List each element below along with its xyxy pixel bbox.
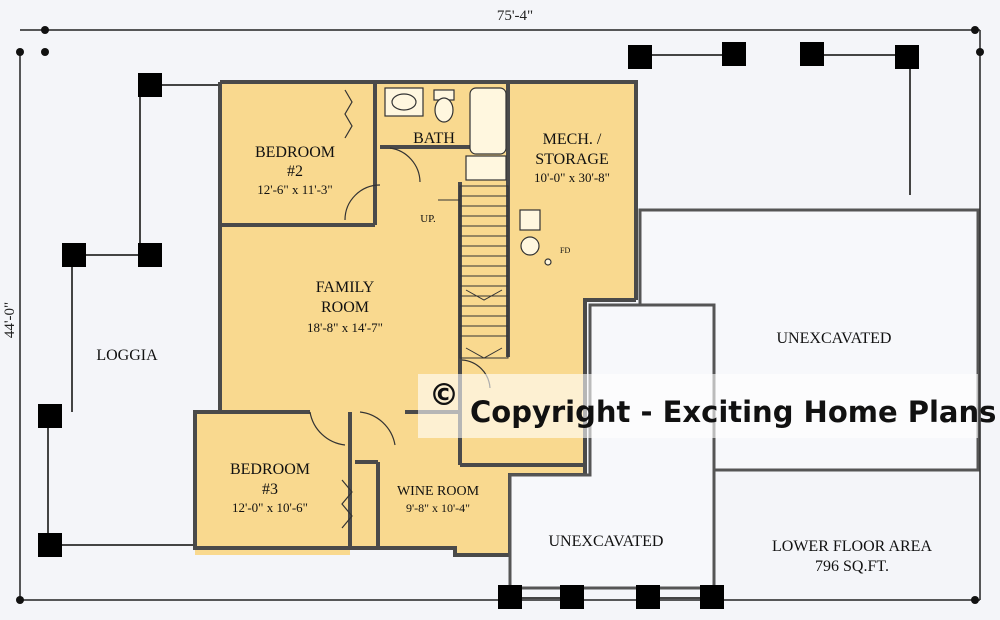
bedroom2-name: BEDROOM — [255, 144, 335, 161]
dimension-dots — [16, 26, 984, 604]
bath-fixtures — [384, 87, 507, 181]
wine-room-size: 9'-8" x 10'-4" — [406, 501, 470, 515]
floor-drain-label: FD — [560, 246, 570, 255]
mech-name-line2: STORAGE — [535, 151, 609, 168]
bedroom3-name: BEDROOM — [230, 461, 310, 478]
copyright-text: Copyright - Exciting Home Plans — [470, 395, 996, 429]
mech-equipment — [519, 209, 552, 266]
bedroom3-size: 12'-0" x 10'-6" — [232, 500, 308, 515]
family-size: 18'-8" x 14'-7" — [307, 320, 383, 335]
stairs — [438, 185, 509, 359]
mech-size: 10'-0" x 30'-8" — [534, 170, 610, 185]
copyright-symbol: © — [429, 378, 459, 413]
loggia-name: LOGGIA — [96, 347, 158, 364]
columns — [38, 42, 919, 609]
bath-name: BATH — [413, 130, 455, 147]
family-name-line1: FAMILY — [316, 279, 375, 296]
family-name-line2: ROOM — [321, 299, 369, 316]
closet-doors — [341, 89, 353, 529]
bedroom2-number: #2 — [287, 163, 303, 180]
wine-room-name: WINE ROOM — [397, 484, 480, 499]
unexcavated-bottom-label: UNEXCAVATED — [549, 533, 664, 550]
area-label-line1: LOWER FLOOR AREA — [772, 538, 932, 555]
stairs-up-label: UP. — [420, 213, 436, 225]
unexcavated-right-label: UNEXCAVATED — [777, 330, 892, 347]
bedroom2-size: 12'-6" x 11'-3" — [257, 182, 332, 197]
bedroom3-number: #3 — [262, 481, 278, 498]
watermark-backdrop — [418, 374, 978, 438]
width-dimension-label: 75'-4" — [497, 8, 533, 24]
mech-name-line1: MECH. / — [543, 131, 602, 148]
depth-dimension-label: 44'-0" — [2, 302, 18, 338]
area-label-line2: 796 SQ.FT. — [815, 558, 889, 575]
dimension-lines — [19, 29, 981, 601]
